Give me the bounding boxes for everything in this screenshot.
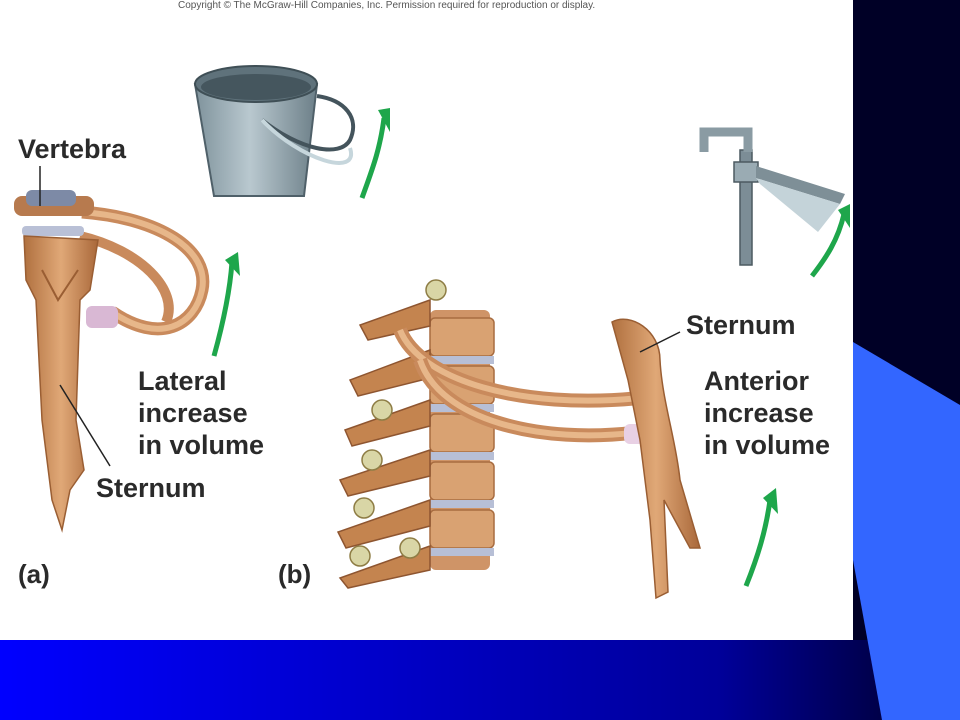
sternum-b-label: Sternum [686,310,796,340]
panel-b-arrow-icon [743,499,773,587]
anterior-line-1: Anterior [704,366,810,396]
anterior-increase-label: Anterior increase in volume [704,365,830,461]
bucket-icon [193,65,356,197]
panel-b-sternum [611,318,702,600]
pump-arrowhead-icon [838,204,850,228]
lateral-line-3: in volume [138,430,265,460]
figure-panel: Copyright © The McGraw-Hill Companies, I… [0,0,853,640]
lateral-line-1: Lateral [138,366,227,396]
panel-a-arrowhead-icon [225,252,240,276]
anterior-line-3: in volume [704,430,831,460]
panel-b-spine [336,279,495,589]
panel-b-ribs [393,326,662,444]
panel-a-label: (a) [18,559,50,589]
bucket-arrowhead-icon [378,108,390,132]
bottom-gradient-band [0,640,960,720]
right-blue-shape [853,342,960,720]
lateral-line-2: increase [138,398,248,428]
thorax-illustration [14,65,850,600]
bucket-arrow-icon [359,117,387,199]
lateral-increase-label: Lateral increase in volume [138,365,264,461]
sternum-b-leader-line [639,331,681,353]
panel-a-ribcage [14,190,210,533]
vertebra-label: Vertebra [18,134,127,164]
pump-arrow-icon [810,213,847,278]
panel-b-arrowhead-icon [763,488,778,514]
pump-handle-icon [699,127,845,266]
panel-a-arrow-icon [211,261,235,357]
sternum-a-label: Sternum [96,473,206,503]
anterior-line-2: increase [704,398,814,428]
copyright-notice: Copyright © The McGraw-Hill Companies, I… [178,0,596,11]
panel-b-label: (b) [278,559,312,589]
sternum-a-leader-line [59,384,111,467]
